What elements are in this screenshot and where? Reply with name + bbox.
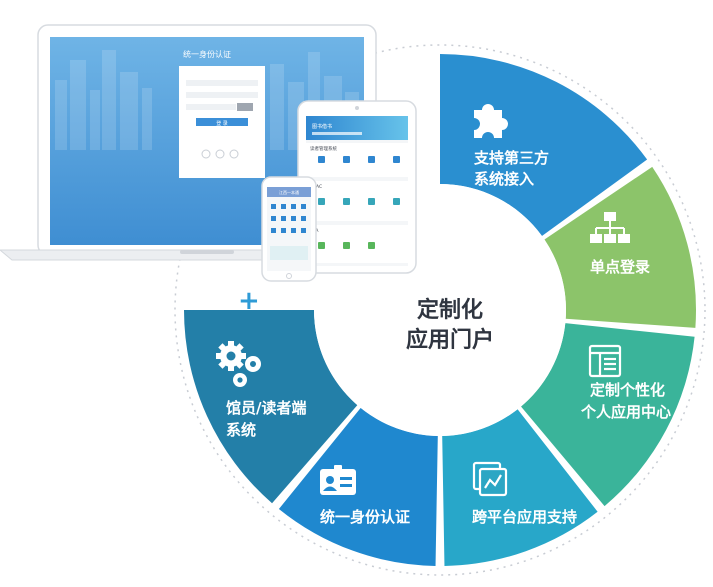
laptop-title: 统一身份认证: [183, 49, 231, 59]
org-chart-icon: [590, 212, 630, 243]
gear-tooth: [228, 341, 234, 347]
puzzle-icon: [474, 104, 508, 138]
phone: 江西一本通: [261, 176, 317, 282]
gear-tooth: [240, 353, 246, 359]
laptop-login-button: [196, 118, 248, 126]
id-card-icon: [320, 465, 356, 495]
svg-text:江西一本通: 江西一本通: [279, 189, 299, 195]
segment-support-third-party: [440, 54, 648, 236]
phone-header: [267, 187, 311, 197]
label-sso: 单点登录: [590, 258, 650, 276]
window-layout-icon: [588, 344, 622, 378]
chart-card-icon: [472, 461, 508, 497]
gears-icon: [216, 341, 261, 387]
plus-sign: +: [238, 286, 260, 316]
segment-personal-center: [520, 323, 695, 507]
label-support-third-party-1: 支持第三方: [473, 149, 549, 167]
label-identity: 统一身份认证: [320, 508, 410, 526]
label-cross-platform: 跨平台应用支持: [472, 508, 577, 526]
center-title-line2: 应用门户: [405, 328, 494, 353]
svg-text:读者管理系统: 读者管理系统: [310, 145, 337, 152]
label-reader-system-2: 系统: [226, 421, 256, 439]
ring-segments: [184, 54, 697, 566]
segment-cross-platform: [442, 409, 598, 566]
tablet-banner: [306, 116, 408, 140]
label-support-third-party-2: 系统接入: [474, 170, 534, 188]
gear-tooth: [216, 353, 222, 359]
segment-identity: [278, 407, 438, 566]
center-title: 定制化 应用门户: [380, 296, 520, 356]
tablet: 图书借书 读者管理系统 OPAC FEA: [297, 100, 417, 274]
label-personal-center-1: 定制个性化: [590, 381, 665, 399]
dashed-ring: [174, 44, 706, 576]
gear-tooth: [228, 365, 234, 371]
svg-text:登 录: 登 录: [216, 120, 228, 127]
label-reader-system-1: 馆员/读者端: [226, 399, 306, 417]
center-title-line1: 定制化: [416, 298, 483, 323]
svg-text:图书借书: 图书借书: [312, 123, 332, 130]
label-personal-center-2: 个人应用中心: [580, 403, 671, 421]
segment-sso: [544, 166, 697, 328]
